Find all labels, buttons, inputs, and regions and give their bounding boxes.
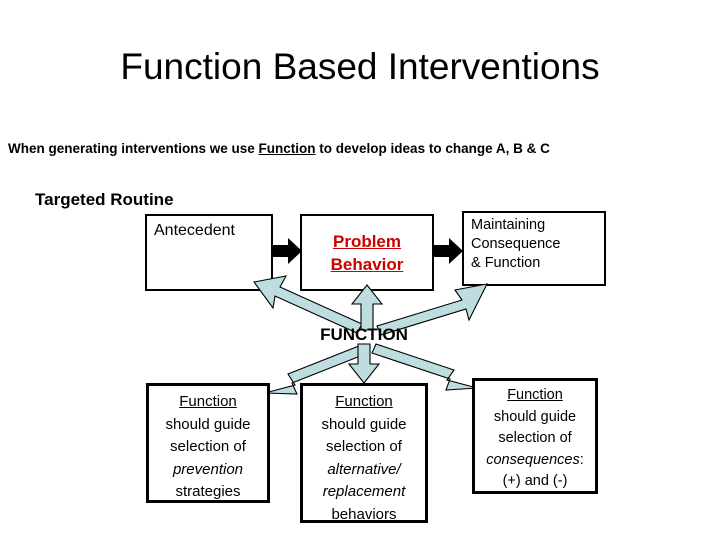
alternative-behaviors-box: Function should guide selection of alter…: [300, 383, 428, 523]
subtitle-before: When generating interventions we use: [8, 141, 259, 156]
prevention-line1: should guide: [165, 415, 251, 433]
maintaining-line1: Maintaining: [471, 217, 546, 233]
subtitle-emphasis: Function: [258, 141, 316, 156]
alternative-line1: should guide: [321, 415, 407, 433]
problem-behavior-line2: Behavior: [330, 254, 404, 274]
consequences-heading: Function: [507, 387, 563, 403]
antecedent-box: Antecedent: [145, 214, 273, 291]
consequences-line1: should guide: [493, 408, 577, 425]
consequences-box: Function should guide selection of conse…: [472, 378, 598, 494]
alternative-heading: Function: [335, 393, 393, 410]
alternative-emphasis-line2: replacement: [322, 483, 406, 500]
antecedent-label: Antecedent: [154, 222, 235, 239]
right-arrow-icon-antecedent-to-behavior: [271, 238, 302, 264]
maintaining-line3: & Function: [471, 255, 541, 271]
subtitle-text: When generating interventions we use Fun…: [8, 140, 714, 158]
consequences-line3: (+) and (-): [502, 473, 568, 489]
prevention-line3: strategies: [175, 483, 241, 500]
consequences-emphasis: consequences: [486, 451, 580, 468]
alternative-line2: selection of: [326, 438, 402, 455]
alternative-line3: behaviors: [331, 505, 397, 523]
maintaining-line2: Consequence: [471, 236, 561, 252]
maintaining-consequence-box: Maintaining Consequence & Function: [462, 211, 606, 286]
prevention-emphasis: prevention: [172, 460, 244, 478]
function-center-text: FUNCTION: [320, 325, 408, 344]
function-center-label: FUNCTION: [0, 325, 720, 345]
consequences-line2: selection of: [498, 430, 572, 446]
prevention-heading: Function: [179, 393, 237, 410]
problem-behavior-box: Problem Behavior: [300, 214, 434, 291]
right-arrow-icon-behavior-to-consequence: [432, 238, 463, 264]
consequences-emphasis-row: consequences:: [475, 450, 595, 472]
prevention-strategies-box: Function should guide selection of preve…: [146, 383, 270, 503]
prevention-line2: selection of: [170, 438, 246, 455]
targeted-routine-label: Targeted Routine: [35, 190, 174, 209]
problem-behavior-line1: Problem: [332, 231, 402, 251]
consequences-emphasis-suffix: :: [579, 451, 584, 468]
subtitle-after: to develop ideas to change A, B & C: [315, 141, 550, 156]
page-title: Function Based Interventions: [120, 46, 600, 87]
alternative-emphasis-line1: alternative/: [327, 460, 401, 478]
